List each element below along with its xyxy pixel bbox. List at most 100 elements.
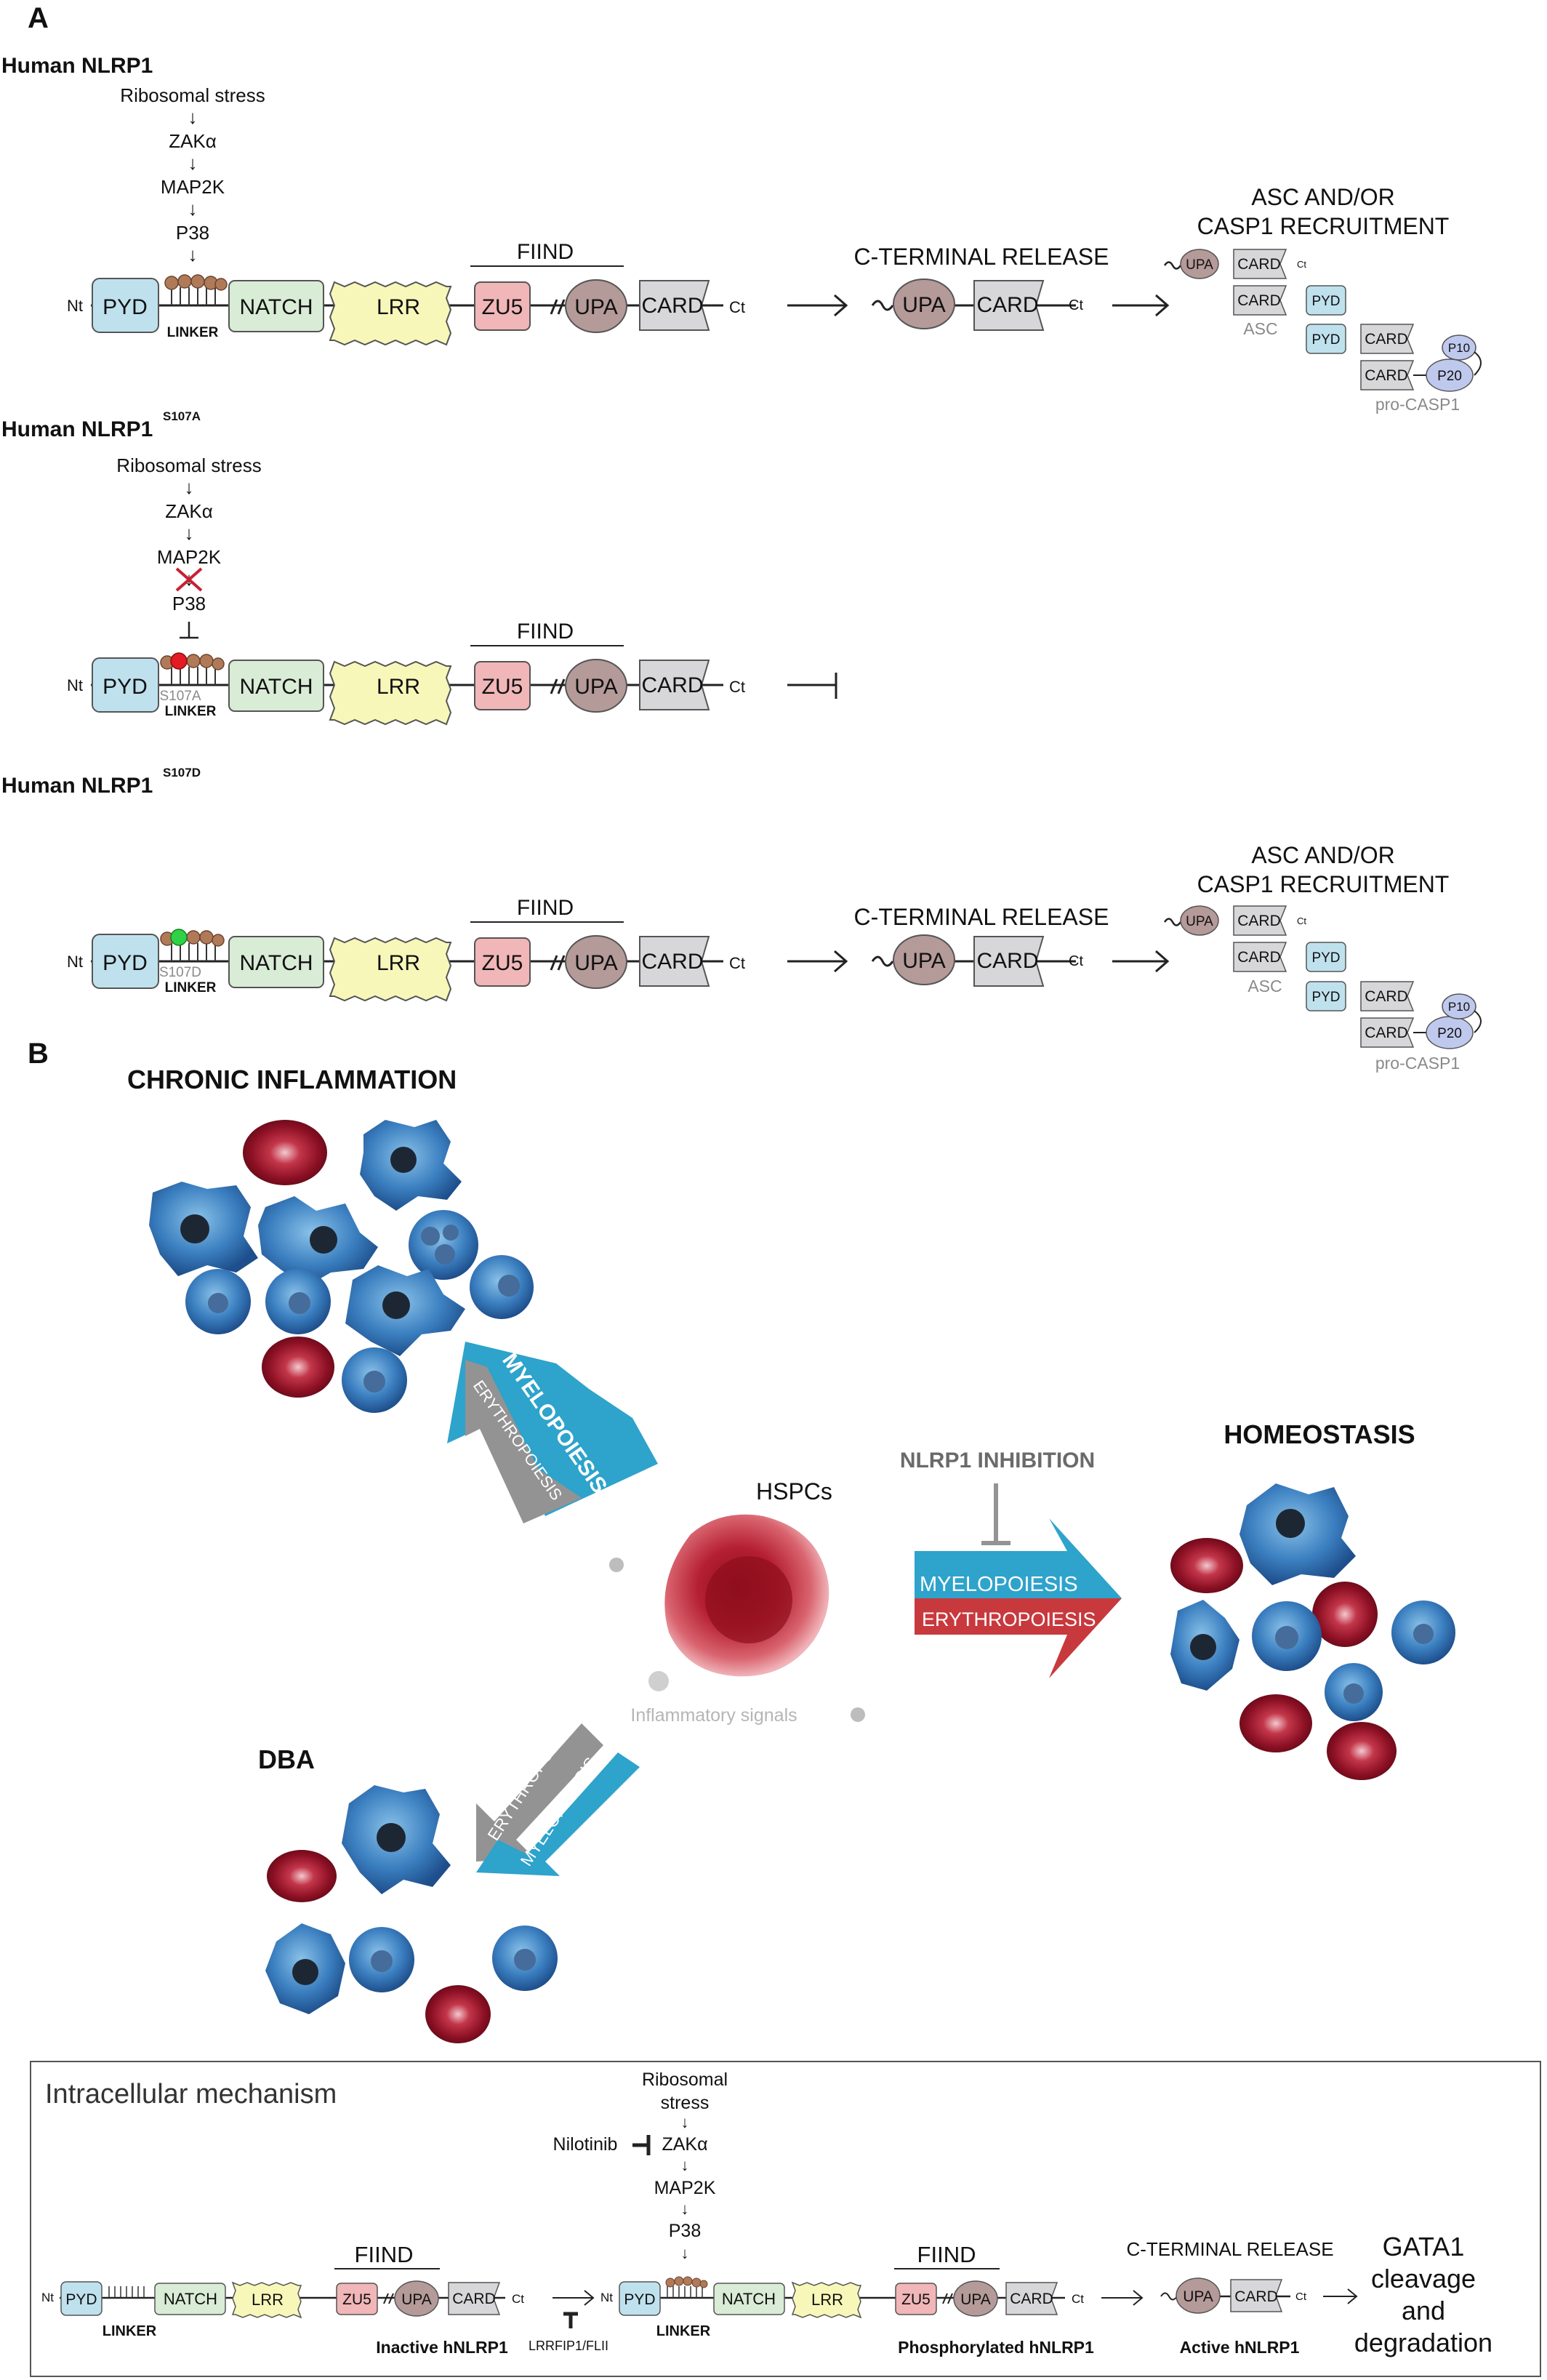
row3-linker bbox=[171, 943, 216, 961]
homeostasis-arrows: NLRP1 INHIBITION MYELOPOIESIS ERYTHROPOI… bbox=[900, 1449, 1122, 1678]
erythropoiesis-arrow bbox=[465, 1360, 582, 1523]
granule bbox=[421, 1227, 440, 1246]
mech-zu52-label: ZU5 bbox=[901, 2291, 931, 2308]
mech-ct1: Ct bbox=[512, 2292, 524, 2306]
row1-release-tail bbox=[871, 300, 894, 311]
row3-p10 bbox=[1442, 993, 1476, 1019]
dba-cells bbox=[265, 1785, 558, 2043]
mech-path-zak: ZAKα bbox=[662, 2134, 707, 2155]
row1-path-p38: P38 bbox=[176, 222, 209, 244]
granule bbox=[289, 1292, 310, 1314]
row1-pyd-label: PYD bbox=[103, 295, 148, 319]
row2-ct: Ct bbox=[729, 678, 745, 696]
row2-path-ribosomal: Ribosomal stress bbox=[116, 454, 261, 476]
row3-card bbox=[639, 936, 710, 987]
row1-arrow-recruit bbox=[1112, 294, 1170, 317]
row2-upa-label: UPA bbox=[574, 675, 617, 699]
row1-lrr bbox=[329, 281, 452, 346]
inhibition-bar bbox=[981, 1483, 1010, 1545]
row2-inhibit bbox=[180, 622, 198, 639]
mech-phosphates bbox=[665, 2276, 708, 2288]
mech-release-ct: Ct bbox=[1295, 2291, 1307, 2303]
row3-recruit-upa bbox=[1180, 905, 1219, 936]
row2-path-zak: ZAKα bbox=[165, 500, 213, 522]
row1-natch-label: NATCH bbox=[239, 295, 313, 319]
granule bbox=[371, 1950, 393, 1972]
mech-inactive-label: Inactive hNLRP1 bbox=[376, 2338, 508, 2357]
mech-active-label: Active hNLRP1 bbox=[1180, 2338, 1300, 2357]
granule bbox=[443, 1225, 459, 1241]
panel-label-b: B bbox=[28, 1038, 49, 1070]
row1-zu5 bbox=[474, 281, 531, 331]
mech-nt1: Nt bbox=[41, 2291, 54, 2304]
chronic-arrows: MYELOPOIESIS ERYTHROPOIESIS bbox=[447, 1342, 658, 1523]
mech-gata1-line4: degradation bbox=[1354, 2328, 1492, 2357]
mech-cleavage2 bbox=[942, 2293, 953, 2304]
row1-card bbox=[639, 280, 710, 331]
row2-s107a: Human NLRP1 S107A Ribosomal stress ↓ ZAK… bbox=[1, 409, 837, 726]
hspc: HSPCs Inflammatory signals bbox=[609, 1478, 865, 1726]
row1-release-card-label: CARD bbox=[976, 293, 1038, 317]
row3-upa bbox=[565, 935, 627, 989]
row3-casp-pyd-label: PYD bbox=[1311, 990, 1340, 1005]
row3-casp-loop bbox=[1474, 1010, 1482, 1033]
mech-zu51-label: ZU5 bbox=[342, 2291, 371, 2308]
row3-lrr bbox=[329, 937, 452, 1002]
row3-recruit-card-label: CARD bbox=[1237, 913, 1281, 929]
row3-casp-card2-label: CARD bbox=[1365, 1025, 1408, 1041]
row3-zu5 bbox=[474, 937, 531, 987]
panel-b: CHRONIC INFLAMMATION HOMEOSTASIS DBA bbox=[127, 1065, 1455, 2043]
row1-release-card bbox=[973, 280, 1045, 331]
row1-p20-label: P20 bbox=[1437, 369, 1462, 384]
row2-superscript: S107A bbox=[163, 409, 201, 423]
row1-natch bbox=[228, 280, 324, 332]
row2-fiind-label: FIIND bbox=[517, 620, 574, 644]
row1-wild-type: Human NLRP1 Ribosomal stress ↓ ZAKα ↓ MA… bbox=[1, 54, 1482, 414]
row3-release-card bbox=[973, 936, 1045, 987]
granule bbox=[514, 1949, 536, 1971]
dba-arrows: ERYTHROPOIESIS MYELOPOIESIS bbox=[476, 1709, 640, 1876]
nucleus bbox=[377, 1823, 406, 1852]
row1-lrr-label: LRR bbox=[377, 295, 420, 319]
mech-natch1 bbox=[154, 2283, 226, 2315]
myelopoiesis-arrow bbox=[447, 1342, 658, 1516]
row3-procasp-label: pro-CASP1 bbox=[1375, 1054, 1460, 1073]
mech-path-ribosomal: Ribosomal bbox=[642, 2070, 728, 2090]
mech-upa2 bbox=[953, 2280, 998, 2317]
mech-linker2-label: LINKER bbox=[656, 2323, 711, 2339]
row3-natch bbox=[228, 936, 324, 988]
row3-s107d: Human NLRP1 S107D FIIND Nt PYD S107D LIN… bbox=[1, 766, 1482, 1073]
mech-lrrfip-label: LRRFIP1/FLII bbox=[529, 2339, 608, 2353]
mech-lrr2 bbox=[791, 2281, 862, 2319]
row1-recruit-upa-label: UPA bbox=[1186, 257, 1213, 273]
row1-phosphates bbox=[164, 274, 228, 291]
dba-title: DBA bbox=[258, 1744, 315, 1774]
row3-recruit-card bbox=[1233, 905, 1287, 936]
rbc-cell bbox=[1327, 1722, 1397, 1780]
row2-linker-label: LINKER bbox=[165, 704, 217, 719]
row1-recruit-tail bbox=[1163, 261, 1182, 270]
row1-procasp-label: pro-CASP1 bbox=[1375, 395, 1460, 414]
row3-release-ct: Ct bbox=[1069, 953, 1083, 969]
row3-p20-label: P20 bbox=[1437, 1026, 1462, 1041]
row1-release-upa-label: UPA bbox=[902, 293, 945, 317]
row2-pyd bbox=[92, 657, 159, 713]
row3-recruit-ct: Ct bbox=[1297, 915, 1306, 926]
row3-pyd-label: PYD bbox=[103, 951, 148, 975]
mech-gata1-line2: cleavage bbox=[1371, 2264, 1476, 2293]
row1-casp-card2 bbox=[1360, 360, 1415, 390]
row1-casp-card2-label: CARD bbox=[1365, 367, 1408, 384]
mech-natch1-label: NATCH bbox=[164, 2290, 217, 2308]
row1-asc-label: ASC bbox=[1243, 319, 1277, 338]
row1-asc-card bbox=[1233, 285, 1287, 316]
panel-label-a: A bbox=[28, 2, 49, 34]
row2-card bbox=[639, 660, 710, 710]
row1-release-ct: Ct bbox=[1069, 297, 1083, 313]
mech-natch2 bbox=[713, 2283, 785, 2315]
rbc-cell bbox=[425, 1985, 491, 2043]
mech-gata1-line3: and bbox=[1402, 2296, 1445, 2325]
mech-linker2 bbox=[667, 2286, 703, 2298]
row3-upa-label: UPA bbox=[574, 951, 617, 975]
row1-title: Human NLRP1 bbox=[1, 54, 153, 78]
row2-block-cross bbox=[175, 567, 203, 592]
